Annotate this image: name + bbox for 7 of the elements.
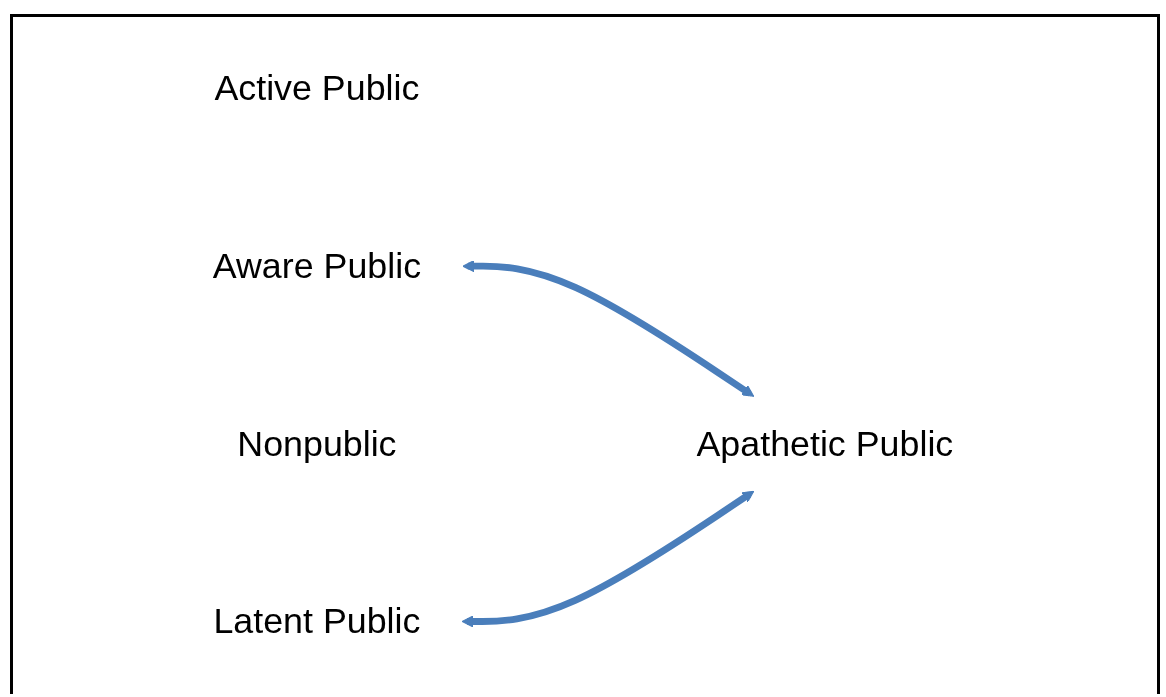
node-text: Aware Public	[212, 244, 422, 287]
node-text: Latent Public	[213, 600, 421, 642]
node-text: Apathetic Public	[696, 422, 954, 464]
node-text: Active Public	[214, 67, 420, 109]
node-text: Nonpublic	[237, 422, 397, 464]
arrow	[462, 260, 755, 397]
arrow	[461, 490, 755, 628]
